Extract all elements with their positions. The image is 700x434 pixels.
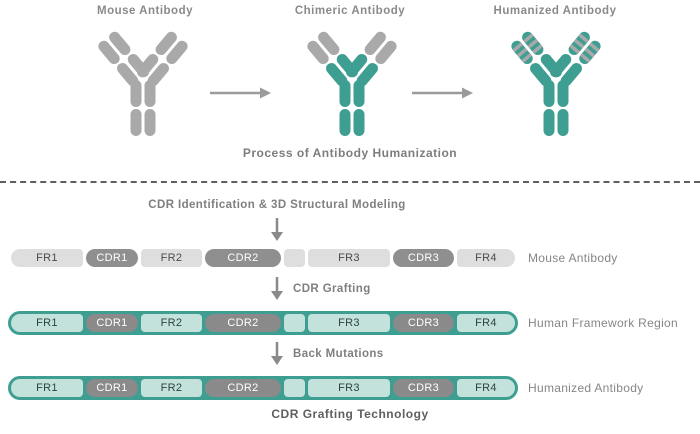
segment-cdr3: CDR3: [393, 379, 454, 397]
segment-fr1: FR1: [11, 379, 83, 397]
bar-label-humanized: Humanized Antibody: [528, 381, 644, 395]
segment-spacer: [284, 249, 305, 267]
bar-label-mouse: Mouse Antibody: [528, 251, 618, 265]
segment-cdr3: CDR3: [393, 314, 454, 332]
mouse-antibody-illustration: [98, 31, 188, 136]
segment-fr4: FR4: [457, 379, 515, 397]
segment-cdr3: CDR3: [393, 249, 454, 267]
segment-fr1: FR1: [11, 249, 83, 267]
top-caption: Process of Antibody Humanization: [242, 146, 458, 160]
dashed-divider: [0, 181, 700, 183]
chimeric-antibody-label: Chimeric Antibody: [294, 5, 406, 17]
bar-row-human-framework: FR1 CDR1 FR2 CDR2 FR3 CDR3 FR4 Human Fra…: [8, 311, 678, 335]
segment-fr3: FR3: [308, 314, 390, 332]
segment-fr2: FR2: [141, 314, 202, 332]
humanized-antibody-label: Humanized Antibody: [493, 5, 617, 17]
segment-cdr2: CDR2: [205, 314, 281, 332]
segment-fr2: FR2: [141, 379, 202, 397]
humanized-antibody-bar: FR1 CDR1 FR2 CDR2 FR3 CDR3 FR4: [8, 376, 518, 400]
segment-fr1: FR1: [11, 314, 83, 332]
bar-label-human-framework: Human Framework Region: [528, 316, 678, 330]
segment-cdr1: CDR1: [86, 249, 138, 267]
step2-label: CDR Grafting: [293, 283, 371, 295]
segment-cdr1: CDR1: [86, 314, 138, 332]
segment-spacer: [284, 314, 305, 332]
segment-fr3: FR3: [308, 379, 390, 397]
human-framework-bar: FR1 CDR1 FR2 CDR2 FR3 CDR3 FR4: [8, 311, 518, 335]
bottom-caption: CDR Grafting Technology: [271, 407, 429, 421]
down-arrow-icon: [271, 218, 283, 241]
segment-fr4: FR4: [457, 249, 515, 267]
bar-row-humanized: FR1 CDR1 FR2 CDR2 FR3 CDR3 FR4 Humanized…: [8, 376, 643, 400]
segment-spacer: [284, 379, 305, 397]
segment-cdr2: CDR2: [205, 249, 281, 267]
mouse-antibody-bar: FR1 CDR1 FR2 CDR2 FR3 CDR3 FR4: [8, 246, 518, 270]
segment-fr3: FR3: [308, 249, 390, 267]
step3-label: Back Mutations: [293, 348, 384, 360]
segment-cdr2: CDR2: [205, 379, 281, 397]
bar-row-mouse: FR1 CDR1 FR2 CDR2 FR3 CDR3 FR4 Mouse Ant…: [8, 246, 618, 270]
mouse-antibody-label: Mouse Antibody: [96, 5, 193, 17]
segment-fr2: FR2: [141, 249, 202, 267]
right-arrow-icon: [210, 87, 271, 99]
step1-label: CDR Identification & 3D Structural Model…: [148, 199, 406, 211]
down-arrow-icon: [271, 342, 283, 365]
chimeric-antibody-illustration: [307, 31, 397, 136]
right-arrow-icon: [412, 87, 473, 99]
humanized-antibody-illustration: [511, 31, 601, 136]
segment-fr4: FR4: [457, 314, 515, 332]
down-arrow-icon: [271, 277, 283, 300]
segment-cdr1: CDR1: [86, 379, 138, 397]
